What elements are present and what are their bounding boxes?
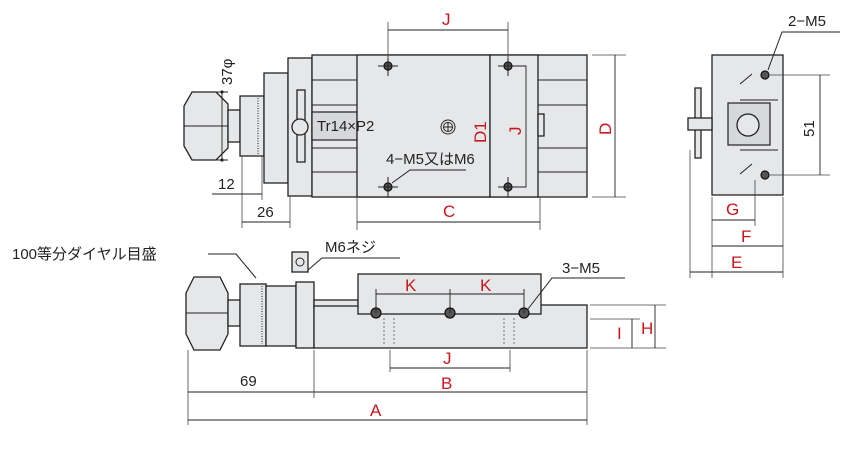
dim-H: H <box>641 319 653 338</box>
dim-26: 26 <box>257 204 274 221</box>
dim-K-1: K <box>405 276 417 295</box>
dim-A: A <box>370 401 382 420</box>
dim-J-bottom: J <box>443 349 452 368</box>
holes-3-label: 3−M5 <box>562 260 600 277</box>
dim-12: 12 <box>218 176 235 193</box>
stop-tab <box>537 113 545 137</box>
clamp-knob <box>291 118 309 136</box>
dim-B: B <box>441 374 452 393</box>
dim-D: D <box>596 123 615 135</box>
screw-side <box>313 299 359 307</box>
dim-69: 69 <box>240 373 257 390</box>
dim-K-2: K <box>480 276 492 295</box>
nut-housing <box>265 285 297 347</box>
lead-screw <box>311 111 358 141</box>
end-screw <box>687 117 713 131</box>
dim-C: C <box>443 202 455 221</box>
holes-4-label: 4−M5又はM6 <box>386 151 475 168</box>
dim-J-top: J <box>442 10 451 29</box>
dim-37-diameter: 37φ <box>219 58 236 85</box>
dim-J-side: J <box>506 127 525 136</box>
tap-hole-icons <box>378 56 518 197</box>
top-view: Tr14×P2 4−M5又はM6 37φ 12 26 J D1 J D C <box>183 10 626 230</box>
dim-G: G <box>726 200 739 219</box>
flange <box>263 72 289 184</box>
carriage-plate <box>356 54 491 198</box>
side-view: K K 100等分ダイヤル目盛 M6ネジ 3−M5 H I J B A 69 <box>12 239 666 425</box>
dial <box>239 95 265 157</box>
holes-2-label: 2−M5 <box>788 13 826 30</box>
dim-51: 51 <box>801 120 818 137</box>
dim-D1: D1 <box>471 121 490 143</box>
center-mark-icon <box>440 119 456 135</box>
end-view: 2−M5 51 G F E <box>687 13 840 278</box>
end-block-side <box>295 281 315 349</box>
shaft <box>227 109 241 143</box>
dial-label: 100等分ダイヤル目盛 <box>12 245 157 263</box>
m6-screw-label: M6ネジ <box>325 239 376 256</box>
carriage-side <box>489 54 539 198</box>
shaft-side <box>227 299 241 327</box>
dim-I: I <box>617 324 622 343</box>
m6-screw <box>291 251 309 273</box>
dim-E: E <box>731 253 742 272</box>
thread-label: Tr14×P2 <box>317 118 374 135</box>
dim-F: F <box>741 227 751 246</box>
